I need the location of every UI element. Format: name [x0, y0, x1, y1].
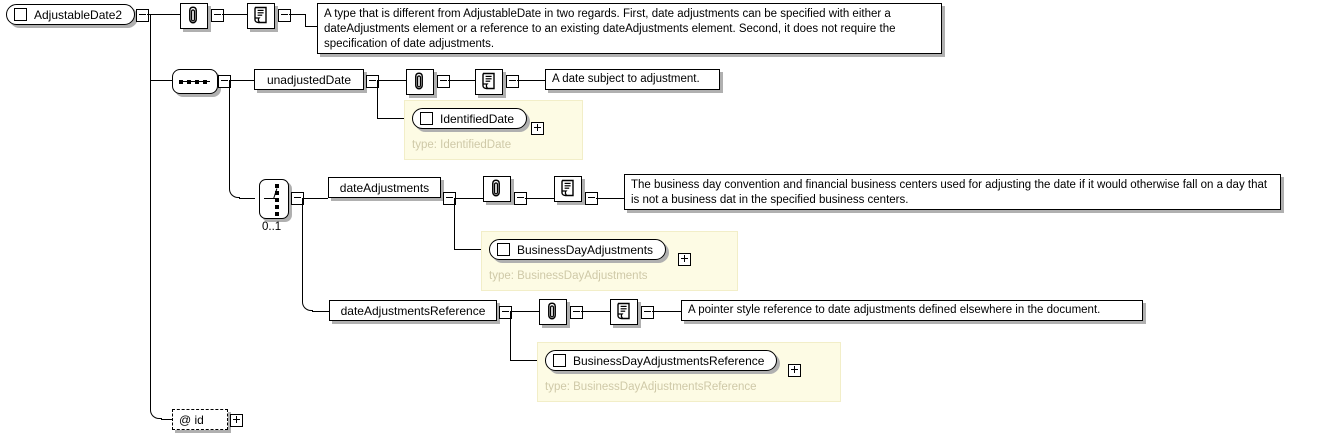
collapse-toggle-icon-sequence[interactable]	[218, 75, 231, 88]
connector-attachment-to-doc-unadjusteddate	[448, 80, 475, 81]
type-node-businessdayadjustmentsreference[interactable]: BusinessDayAdjustmentsReference	[545, 350, 778, 371]
scroll-document-icon-dateadjustments[interactable]	[554, 176, 582, 202]
collapse-toggle-icon-unadjusteddate[interactable]	[366, 75, 379, 88]
collapse-toggle-icon-root[interactable]	[136, 9, 149, 22]
type-node-businessdayadjustments[interactable]: BusinessDayAdjustments	[489, 239, 667, 260]
collapse-toggle-icon-unadjusteddate-attachment[interactable]	[437, 75, 450, 88]
paperclip-icon-dateadjustmentsreference[interactable]	[539, 299, 567, 325]
scroll-document-icon-dateadjustmentsreference[interactable]	[610, 299, 638, 325]
paperclip-icon-unadjusteddate[interactable]	[406, 69, 434, 95]
connector-root-to-attachment	[147, 14, 180, 15]
connector-drop-annotation-root	[305, 14, 306, 26]
connector-sequence-to-unadjusteddate	[229, 80, 254, 81]
type-node-label-identifieddate: IdentifiedDate	[440, 111, 515, 126]
annotation-dateadjustments: The business day convention and financia…	[624, 174, 1281, 210]
expand-toggle-icon-identifieddate[interactable]	[531, 122, 544, 135]
connector-into-businessdayadjustments	[454, 249, 485, 250]
connector-unadjusteddate-to-type	[377, 80, 378, 118]
collapse-toggle-icon-root-attachment[interactable]	[211, 9, 224, 22]
connector-dateadjustmentsreference-to-type	[510, 311, 511, 360]
paperclip-icon-dateadjustments[interactable]	[483, 176, 511, 202]
expand-toggle-icon-attribute-id[interactable]	[230, 414, 243, 427]
connector-doc-to-annotation-root	[289, 14, 305, 15]
element-square-icon-businessdayadjustments	[497, 243, 510, 256]
connector-unadjusteddate-to-attachment	[377, 80, 406, 81]
element-dateadjustments[interactable]: dateAdjustments	[328, 177, 441, 198]
connector-to-attribute	[161, 419, 172, 420]
root-type-label: AdjustableDate2	[34, 7, 123, 22]
type-node-label-businessdayadjustments: BusinessDayAdjustments	[517, 242, 654, 257]
connector-doc-to-annotation-dateadjustments	[596, 198, 624, 199]
collapse-toggle-icon-unadjusteddate-doc[interactable]	[506, 75, 519, 88]
connector-into-identifieddate	[377, 118, 408, 119]
connector-attachment-to-doc-root	[222, 14, 247, 15]
element-square-icon-identifieddate	[420, 112, 433, 125]
scroll-document-icon-root[interactable]	[247, 3, 275, 29]
annotation-dateadjustmentsreference: A pointer style reference to date adjust…	[681, 300, 1143, 321]
connector-attachment-to-doc-dateadjustments	[525, 198, 554, 199]
attribute-node-id[interactable]: @ id	[172, 409, 228, 430]
expand-toggle-icon-businessdayadjustments[interactable]	[678, 253, 691, 266]
expand-toggle-icon-businessdayadjustmentsreference[interactable]	[788, 364, 801, 377]
element-dateadjustmentsreference[interactable]: dateAdjustmentsReference	[329, 300, 497, 321]
connector-dateadjustmentsreference-to-attachment	[510, 311, 539, 312]
connector-attachment-to-doc-dateadjustmentsreference	[581, 311, 610, 312]
connector-sequence-spine	[229, 80, 230, 188]
sequence-compositor-node[interactable]	[172, 69, 218, 94]
connector-dateadjustments-to-attachment	[454, 198, 483, 199]
connector-to-choice	[239, 198, 255, 199]
annotation-unadjusteddate: A date subject to adjustment.	[545, 69, 720, 90]
connector-doc-to-annotation-dateadjustmentsreference	[652, 311, 681, 312]
element-unadjusteddate[interactable]: unadjustedDate	[254, 69, 364, 90]
element-square-icon-businessdayadjustmentsreference	[553, 354, 566, 367]
connector-choice-spine	[302, 198, 303, 301]
connector-main-spine	[150, 14, 151, 408]
connector-dateadjustments-to-type	[454, 198, 455, 249]
cardinality-label-choice: 0..1	[262, 221, 282, 233]
connector-into-businessdayadjustmentsreference	[510, 360, 541, 361]
collapse-toggle-icon-dateadjustmentsreference-attachment[interactable]	[570, 306, 583, 319]
choice-compositor-node[interactable]	[259, 179, 289, 219]
connector-spine-to-sequence	[150, 80, 172, 81]
collapse-toggle-icon-dateadjustmentsreference[interactable]	[499, 306, 512, 319]
scroll-document-icon-unadjusteddate[interactable]	[475, 69, 503, 95]
choice-hook	[264, 198, 276, 199]
connector-choice-to-dateadjustments	[302, 198, 328, 199]
element-square-icon	[14, 8, 27, 21]
attribute-label-id: @ id	[179, 412, 204, 427]
annotation-root: A type that is different from Adjustable…	[317, 3, 942, 54]
type-label-identifieddate: type: IdentifiedDate	[412, 139, 512, 151]
connector-elbow-choice-to-reference	[302, 301, 313, 311]
connector-elbow-sequence-to-choice	[229, 188, 240, 198]
type-label-businessdayadjustmentsreference: type: BusinessDayAdjustmentsReference	[545, 381, 757, 393]
connector-doc-to-annotation-unadjusteddate	[517, 80, 545, 81]
paperclip-icon-root[interactable]	[180, 3, 208, 29]
connector-elbow-to-attribute	[150, 408, 162, 419]
type-node-identifieddate[interactable]: IdentifiedDate	[412, 108, 528, 129]
connector-into-annotation-root	[305, 26, 317, 27]
sequence-dots	[179, 80, 211, 84]
type-node-label-businessdayadjustmentsreference: BusinessDayAdjustmentsReference	[573, 353, 765, 368]
collapse-toggle-icon-root-doc[interactable]	[278, 9, 291, 22]
connector-to-dateadjustmentsreference	[312, 311, 329, 312]
collapse-toggle-icon-dateadjustmentsreference-doc[interactable]	[641, 306, 654, 319]
type-label-businessdayadjustments: type: BusinessDayAdjustments	[489, 270, 648, 282]
root-type-node-adjustabledate2[interactable]: AdjustableDate2	[6, 4, 136, 25]
